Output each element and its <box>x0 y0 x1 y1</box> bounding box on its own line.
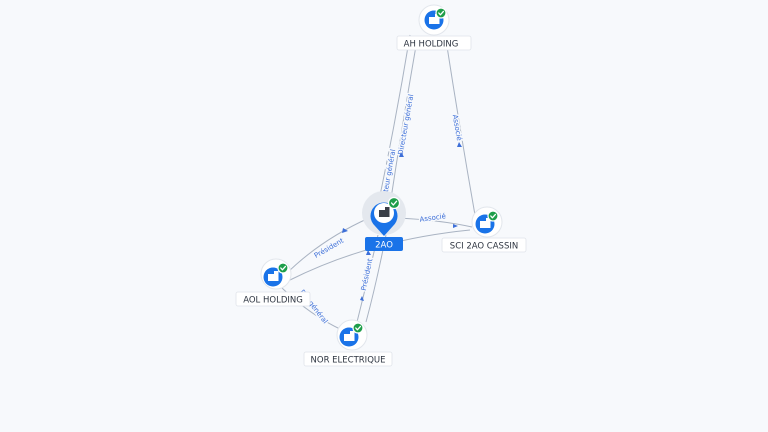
edge-ah-2ao-dg-1[interactable] <box>389 39 418 206</box>
edge-label: Directeur général <box>397 94 416 156</box>
edge-label: Président <box>360 258 375 292</box>
verified-check-icon <box>487 210 499 222</box>
edge-aol-2ao-president[interactable] <box>284 217 370 276</box>
edges-layer <box>281 34 476 331</box>
node-label: NOR ELECTRIQUE <box>311 356 386 366</box>
verified-check-icon <box>435 7 447 19</box>
verified-check-icon <box>387 196 401 210</box>
node-aol-holding[interactable]: AOL HOLDING <box>235 258 311 307</box>
edge-label: Associé <box>451 114 463 141</box>
node-label: AOL HOLDING <box>243 296 303 306</box>
node-label-box <box>235 291 311 307</box>
arrow-icon <box>453 224 458 228</box>
edge-ah-2ao-dg-2[interactable] <box>377 34 411 206</box>
edge-ah-sci-associe[interactable] <box>445 39 476 216</box>
node-label: SCI 2AO CASSIN <box>450 242 518 252</box>
node-label-box <box>303 351 393 367</box>
edge-2ao-sci-associe[interactable] <box>397 217 473 228</box>
node-sci-2ao-cassin[interactable]: SCI 2AO CASSIN <box>441 206 527 253</box>
arrowheads-layer <box>342 142 462 301</box>
node-label-box <box>365 237 403 251</box>
verified-check-icon <box>277 262 289 274</box>
arrow-icon <box>342 228 348 233</box>
node-label-box <box>396 35 472 51</box>
node-nor-electrique[interactable]: NOR ELECTRIQUE <box>303 319 393 367</box>
verified-check-icon <box>352 322 364 334</box>
arrow-icon <box>457 142 462 147</box>
arrow-icon <box>360 296 364 301</box>
arrow-icon <box>399 152 404 157</box>
arrow-icon <box>366 250 371 255</box>
node-2ao-focus[interactable]: 2AO <box>362 191 406 251</box>
node-label: 2AO <box>375 241 393 251</box>
node-label: AH HOLDING <box>404 40 459 50</box>
node-label-box <box>441 237 527 253</box>
node-ah-holding[interactable]: AH HOLDING <box>396 4 472 51</box>
